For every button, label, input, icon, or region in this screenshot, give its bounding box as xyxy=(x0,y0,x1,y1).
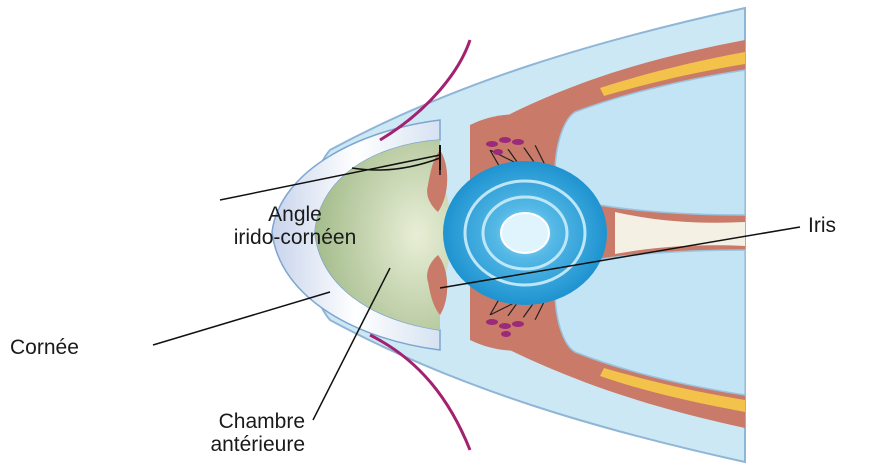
angle-label: Angle irido-cornéen xyxy=(210,203,380,249)
cornea-label: Cornée xyxy=(10,336,79,359)
lens-nucleus xyxy=(501,213,549,253)
chamber-label: Chambre antérieure xyxy=(200,410,305,456)
cornea-leader-line xyxy=(153,292,330,345)
iris-label: Iris xyxy=(808,214,836,237)
